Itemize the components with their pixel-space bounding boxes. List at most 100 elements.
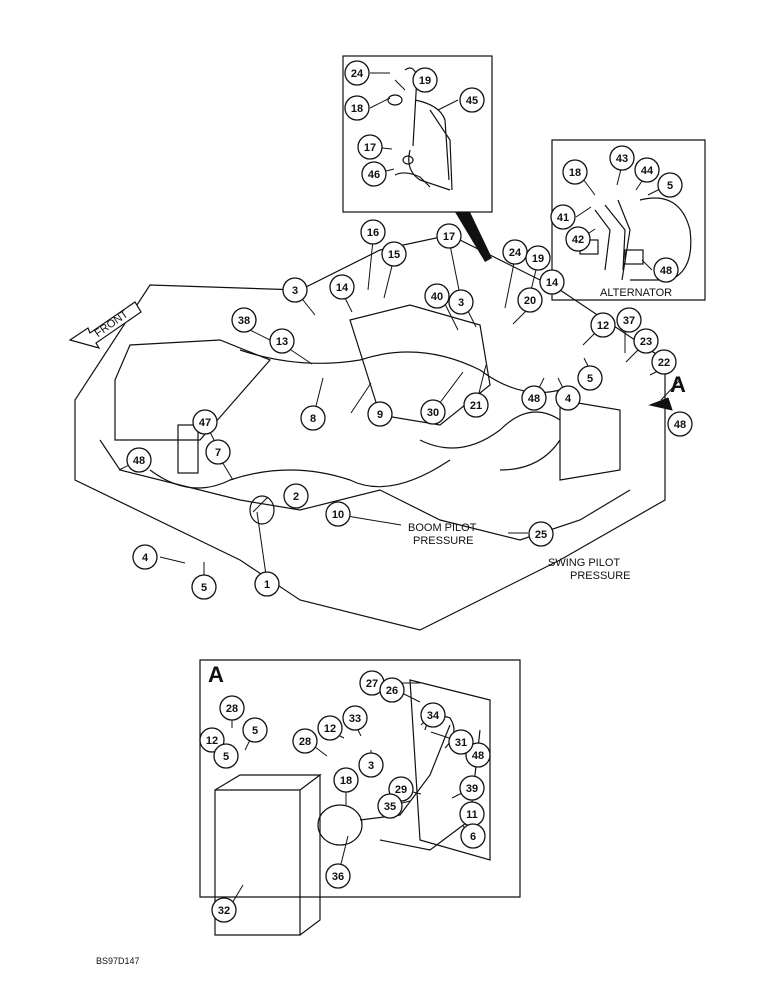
callout-17: 17: [436, 223, 462, 249]
callout-number: 32: [218, 905, 230, 917]
callout-circle: [539, 269, 565, 295]
callout-number: 12: [597, 320, 609, 332]
callout-3: 3: [448, 289, 474, 315]
callout-number: 12: [324, 723, 336, 735]
callout-circle: [325, 863, 351, 889]
callout-8: 8: [300, 405, 326, 431]
callout-17: 17: [357, 134, 383, 160]
callout-circle: [317, 715, 343, 741]
callout-number: 12: [206, 735, 218, 747]
callout-number: 25: [535, 529, 547, 541]
callout-number: 21: [470, 400, 482, 412]
callout-number: 3: [458, 297, 464, 309]
callout-circle: [192, 409, 218, 435]
callout-34: 34: [420, 702, 446, 728]
callout-circle: [358, 752, 384, 778]
callout-circle: [344, 95, 370, 121]
callout-number: 28: [226, 703, 238, 715]
callout-circle: [344, 60, 370, 86]
callout-24: 24: [502, 239, 528, 265]
callout-number: 10: [332, 509, 344, 521]
callout-number: 46: [368, 169, 380, 181]
callout-circle: [460, 823, 486, 849]
callout-26: 26: [379, 677, 405, 703]
callout-circle: [205, 439, 231, 465]
callout-4: 4: [132, 544, 158, 570]
front-arrow: FRONT: [68, 301, 142, 349]
callout-number: 18: [569, 167, 581, 179]
callout-number: 38: [238, 315, 250, 327]
callout-circle: [283, 483, 309, 509]
callout-circle: [254, 571, 280, 597]
callout-circle: [219, 695, 245, 721]
callout-circle: [269, 328, 295, 354]
callout-number: 9: [377, 409, 383, 421]
callout-number: 14: [546, 277, 559, 289]
callout-circle: [132, 544, 158, 570]
callout-circle: [525, 245, 551, 271]
callout-41: 41: [550, 204, 576, 230]
callout-5: 5: [242, 717, 268, 743]
callout-number: 33: [349, 713, 361, 725]
callout-number: 5: [223, 751, 229, 763]
callout-number: 16: [367, 227, 379, 239]
callout-number: 44: [641, 165, 654, 177]
callout-42: 42: [565, 226, 591, 252]
callout-18: 18: [562, 159, 588, 185]
callout-24: 24: [344, 60, 370, 86]
callout-1: 1: [254, 571, 280, 597]
callout-circle: [517, 287, 543, 313]
callout-number: 2: [293, 491, 299, 503]
callout-number: 43: [616, 153, 628, 165]
callout-19: 19: [525, 245, 551, 271]
callout-circle: [381, 241, 407, 267]
callout-48: 48: [521, 385, 547, 411]
alternator-label: ALTERNATOR: [600, 287, 672, 299]
callout-37: 37: [616, 307, 642, 333]
callout-number: 27: [366, 678, 378, 690]
callout-3: 3: [358, 752, 384, 778]
callout-48: 48: [653, 257, 679, 283]
callout-25: 25: [528, 521, 554, 547]
callout-number: 34: [427, 710, 440, 722]
callout-36: 36: [325, 863, 351, 889]
callout-circle: [562, 159, 588, 185]
callout-12: 12: [590, 312, 616, 338]
callout-circle: [282, 277, 308, 303]
callout-21: 21: [463, 392, 489, 418]
callout-circle: [550, 204, 576, 230]
callout-number: 14: [336, 282, 349, 294]
callout-circle: [420, 702, 446, 728]
callout-14: 14: [329, 274, 355, 300]
callout-circle: [360, 219, 386, 245]
callout-number: 26: [386, 685, 398, 697]
callout-circle: [424, 283, 450, 309]
callout-28: 28: [292, 728, 318, 754]
callout-number: 24: [351, 68, 364, 80]
callout-number: 28: [299, 736, 311, 748]
callout-number: 15: [388, 249, 400, 261]
callout-number: 45: [466, 95, 478, 107]
callout-number: 23: [640, 336, 652, 348]
callout-number: 48: [674, 419, 686, 431]
callout-circle: [357, 134, 383, 160]
callout-circle: [463, 392, 489, 418]
inset-alternator: [551, 139, 706, 301]
callout-number: 3: [368, 760, 374, 772]
callout-number: 7: [215, 447, 221, 459]
callout-2: 2: [283, 483, 309, 509]
callout-48: 48: [667, 411, 693, 437]
callout-15: 15: [381, 241, 407, 267]
callout-circle: [616, 307, 642, 333]
callout-39: 39: [459, 775, 485, 801]
callout-number: 18: [340, 775, 352, 787]
callout-circle: [634, 157, 660, 183]
callout-7: 7: [205, 439, 231, 465]
callout-number: 17: [443, 231, 455, 243]
callout-35: 35: [377, 793, 403, 819]
callout-number: 3: [292, 285, 298, 297]
callout-circle: [590, 312, 616, 338]
inset-detail-a: [199, 659, 521, 936]
callout-number: 1: [264, 579, 270, 591]
